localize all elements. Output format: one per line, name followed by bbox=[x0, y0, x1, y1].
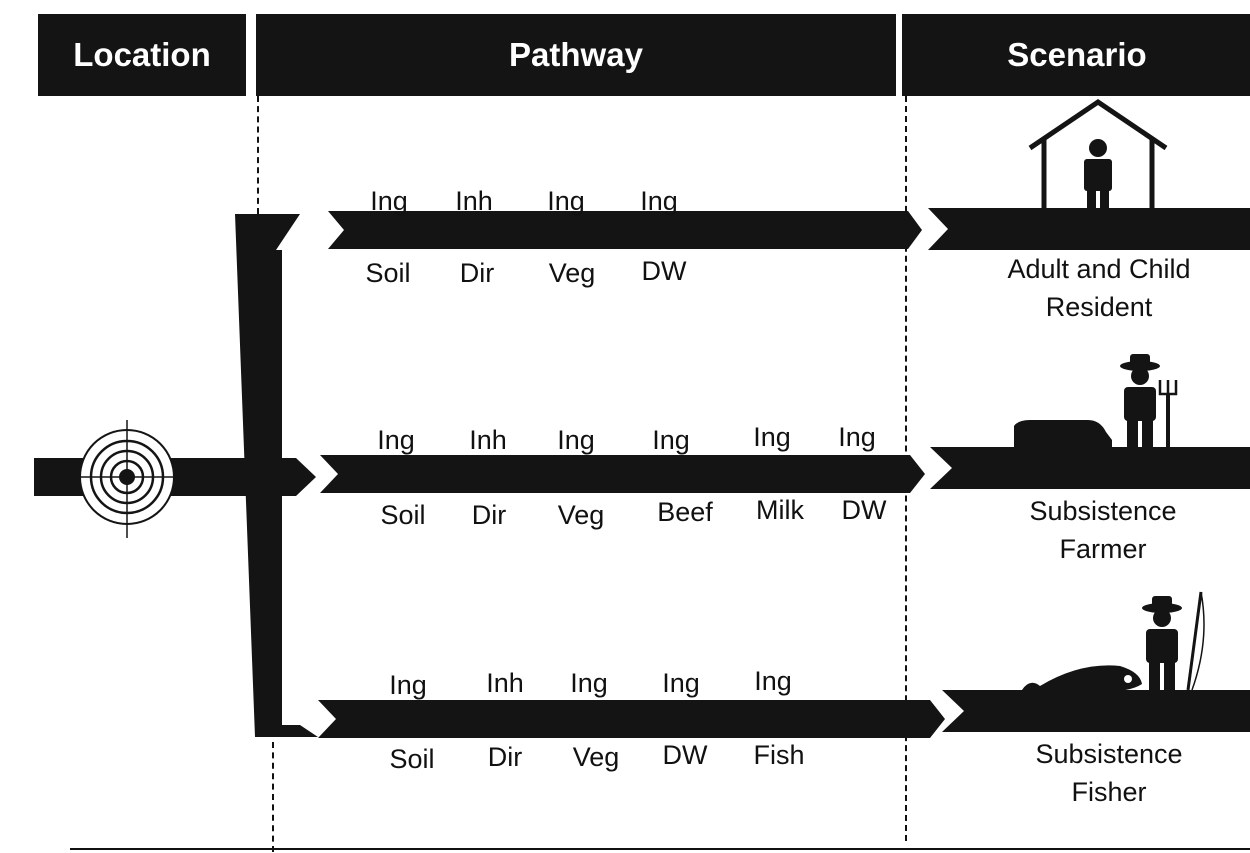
scenario-header: Scenario bbox=[902, 14, 1250, 96]
divider-location-pathway-lower bbox=[272, 742, 274, 852]
scenario-arrow-farmer bbox=[930, 447, 1250, 489]
pathway-label-top: Inh bbox=[469, 425, 507, 455]
pathway-label-top: Ing bbox=[377, 425, 415, 455]
scenario-arrow-fisher bbox=[942, 690, 1250, 732]
pathway-label-top: Ing bbox=[547, 186, 585, 216]
pathway-label-bottom: Soil bbox=[365, 258, 411, 288]
pathway-header: Pathway bbox=[256, 14, 896, 96]
pathway-label-bottom: Dir bbox=[459, 258, 495, 288]
pathway-label-bottom: Veg bbox=[572, 742, 620, 772]
scenario-label-line: Adult and Child bbox=[1007, 254, 1191, 284]
pathway-label-top: Inh bbox=[486, 668, 524, 698]
farmer-cow-icon bbox=[1014, 354, 1178, 448]
scenario-arrow-resident bbox=[928, 208, 1250, 250]
fisher-fish-icon bbox=[1022, 591, 1205, 692]
pathway-label-bottom: DW bbox=[662, 740, 708, 770]
pathway-label-top: Ing bbox=[389, 670, 427, 700]
pathway-label-top: Ing bbox=[838, 422, 876, 452]
pathway-label-bottom: Soil bbox=[389, 744, 435, 774]
pathway-label-top: Inh bbox=[455, 186, 493, 216]
pathway-label-bottom: Fish bbox=[753, 740, 805, 770]
house-resident-icon bbox=[1028, 98, 1168, 210]
pathway-label-bottom: Soil bbox=[380, 500, 426, 530]
scenario-label-fisher: Subsistence Fisher bbox=[1035, 735, 1182, 811]
scenario-label-line: Subsistence bbox=[1029, 496, 1177, 526]
pathway-label-top: Ing bbox=[753, 422, 791, 452]
pathway-label-top: Ing bbox=[662, 668, 700, 698]
source-target-icon bbox=[34, 420, 248, 538]
pathway-arrow-farmer bbox=[320, 455, 925, 493]
location-header: Location bbox=[38, 14, 246, 96]
bottom-rule bbox=[70, 848, 1250, 850]
pathway-label-bottom: DW bbox=[641, 256, 687, 286]
pathway-label-bottom: Dir bbox=[487, 742, 523, 772]
pathway-label-top: Ing bbox=[754, 666, 792, 696]
scenario-label-line: Fisher bbox=[1071, 777, 1147, 807]
pathway-label-top: Ing bbox=[557, 425, 595, 455]
pathway-label-top: Ing bbox=[640, 186, 678, 216]
pathway-arrow-fisher bbox=[318, 700, 945, 738]
pathway-label-bottom: Veg bbox=[557, 500, 605, 530]
pathway-label-bottom: DW bbox=[841, 495, 887, 525]
pathway-label-bottom: Milk bbox=[756, 495, 804, 525]
pathway-label-top: Ing bbox=[652, 425, 690, 455]
divider-location-pathway-upper bbox=[257, 96, 259, 214]
pathway-label-bottom: Dir bbox=[471, 500, 507, 530]
scenario-label-farmer: Subsistence Farmer bbox=[1029, 492, 1176, 568]
pathway-label-top: Ing bbox=[570, 668, 608, 698]
branch-connector bbox=[235, 214, 318, 737]
pathway-label-bottom: Beef bbox=[657, 497, 713, 527]
scenario-label-line: Subsistence bbox=[1035, 739, 1183, 769]
pathway-label-bottom: Veg bbox=[548, 258, 596, 288]
scenario-label-line: Farmer bbox=[1059, 534, 1147, 564]
pathway-label-top: Ing bbox=[370, 186, 408, 216]
pathway-arrow-resident bbox=[328, 211, 922, 249]
scenario-label-resident: Adult and Child Resident bbox=[1007, 250, 1190, 326]
scenario-label-line: Resident bbox=[1045, 292, 1153, 322]
